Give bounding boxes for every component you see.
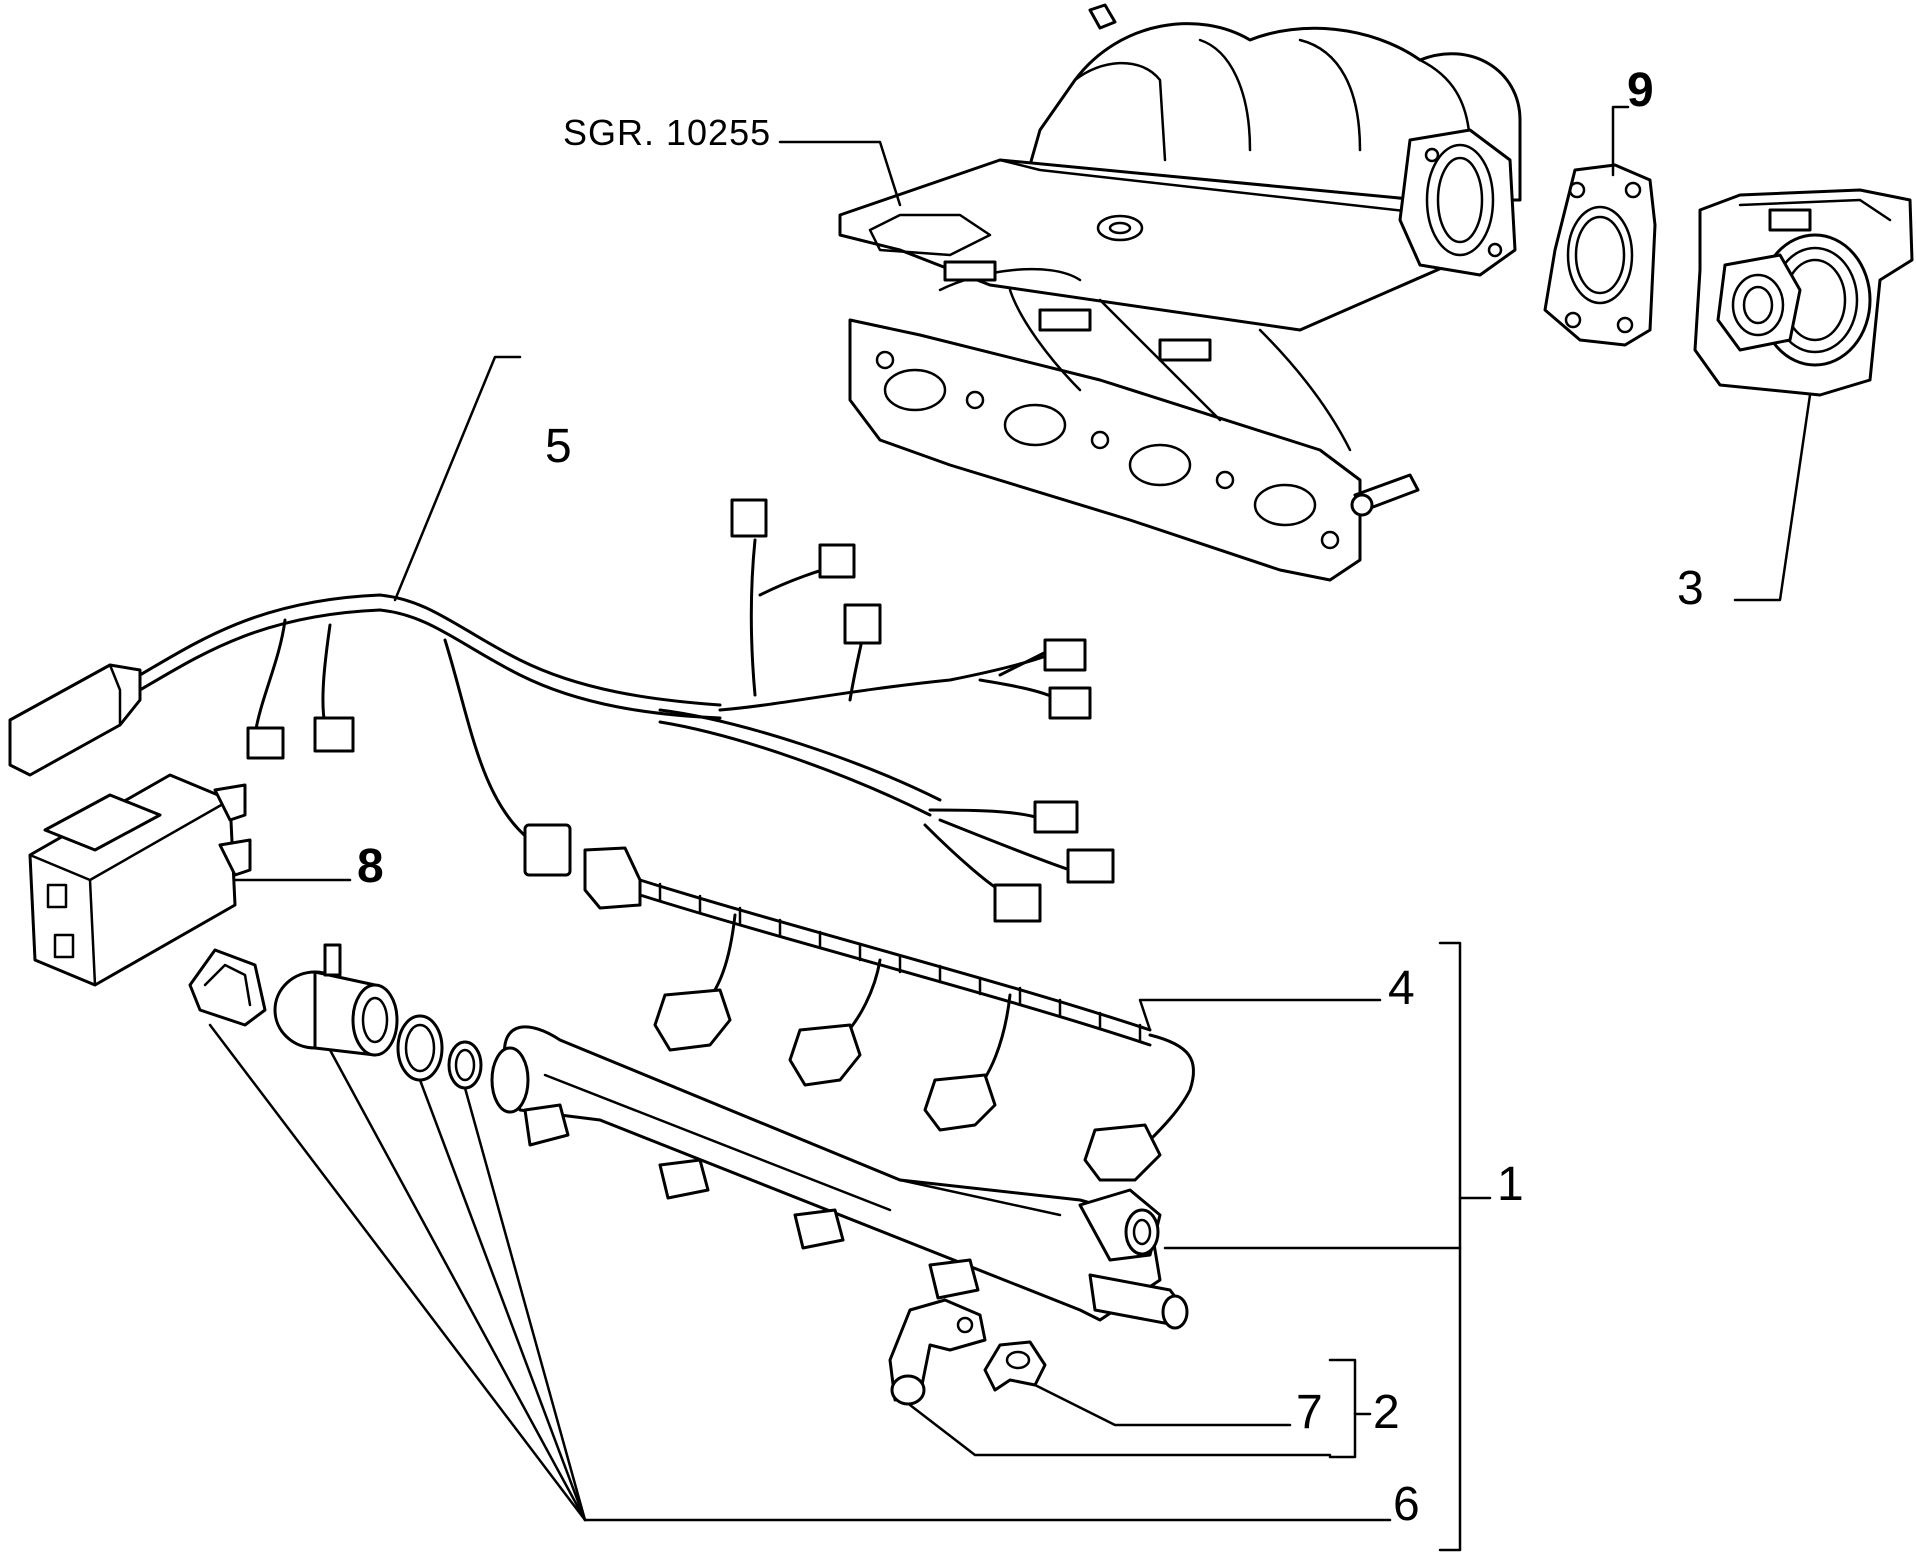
reference-label: SGR. 10255 (563, 112, 771, 153)
fuel-fitting (888, 1298, 987, 1406)
callout-2: 2 (1373, 1386, 1400, 1439)
leader-lines (208, 105, 1812, 1552)
wiring-harness (8, 498, 1115, 923)
callout-1: 1 (1497, 1158, 1524, 1211)
fuel-rail (490, 1025, 1189, 1330)
callout-7: 7 (1296, 1386, 1323, 1439)
callout-3: 3 (1677, 562, 1704, 615)
small-parts-kit (188, 943, 483, 1090)
fitting-clip (983, 1340, 1047, 1392)
throttle-body (1693, 188, 1914, 397)
callout-6: 6 (1393, 1478, 1420, 1531)
callout-8: 8 (357, 840, 384, 893)
injector-harness (638, 878, 1196, 1182)
callout-4: 4 (1388, 962, 1415, 1015)
callout-5: 5 (545, 420, 572, 473)
throttle-body-gasket (1543, 163, 1657, 347)
callout-9: 9 (1627, 64, 1654, 117)
intake-manifold (838, 3, 1522, 582)
control-unit (28, 773, 252, 987)
